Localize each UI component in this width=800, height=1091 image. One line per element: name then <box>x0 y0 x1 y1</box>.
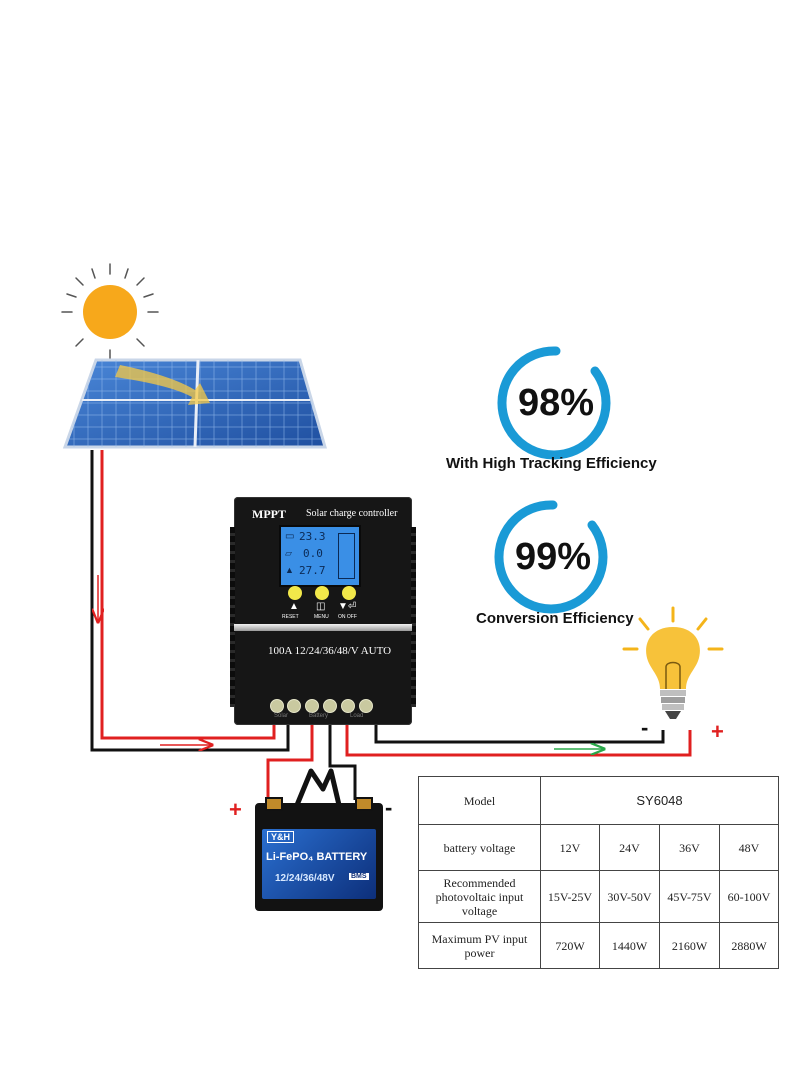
battery-icon: ▭ <box>285 531 295 542</box>
load-positive-wire <box>345 718 692 757</box>
battery-positive-wire <box>266 718 314 800</box>
mppt-controller: MPPT Solar charge controller ▭ 23.3 ▱ 0.… <box>230 497 416 725</box>
load-negative-terminal <box>359 699 373 713</box>
row-label: Recommended photovoltaic input voltage <box>418 870 541 923</box>
load-positive-terminal <box>341 699 355 713</box>
battery-voltage-label: 12/24/36/48V <box>275 873 335 884</box>
model-value: SY6048 <box>539 776 780 825</box>
panel-icon: ▱ <box>285 548 292 558</box>
battery-minus-sign: - <box>385 795 393 820</box>
battery: Y&H Li-FePO₄ BATTERY 12/24/36/48V BMS <box>255 768 383 911</box>
table-cell: 24V <box>599 824 660 871</box>
light-bulb-icon <box>622 606 724 719</box>
battery-bms-badge: BMS <box>349 873 369 880</box>
solar-positive-wire <box>100 450 276 740</box>
solar-panel-icon <box>62 358 327 449</box>
terminal-label-solar: Solar <box>274 713 289 719</box>
battery-label-panel <box>262 829 376 899</box>
menu-icon: ◫ <box>316 601 326 612</box>
onoff-label: ON OFF <box>338 614 357 620</box>
solar-negative-terminal <box>270 699 284 713</box>
table-row: Recommended photovoltaic input voltage 1… <box>418 870 780 923</box>
table-cell: 48V <box>718 824 780 871</box>
terminal-label-load: Load <box>350 713 364 719</box>
menu-label: MENU <box>314 614 329 620</box>
battery-positive-post <box>265 797 283 811</box>
load-minus-sign: - <box>641 715 649 740</box>
battery-negative-terminal <box>323 699 337 713</box>
onoff-button[interactable] <box>342 586 356 600</box>
controller-rating: 100A 12/24/36/48/V AUTO <box>268 645 392 657</box>
efficiency-label-conversion: Conversion Efficiency <box>476 610 634 627</box>
up-arrow-icon: ▲ <box>285 565 294 575</box>
battery-brand: Y&H <box>267 831 295 843</box>
lcd-battery-voltage: 23.3 <box>299 530 326 543</box>
efficiency-label-tracking: With High Tracking Efficiency <box>446 455 657 472</box>
down-arrow-icon: ▼⏎ <box>338 601 357 612</box>
menu-button[interactable] <box>315 586 329 600</box>
solar-negative-wire <box>90 450 290 752</box>
battery-positive-terminal <box>305 699 319 713</box>
controller-brand: MPPT <box>252 507 286 521</box>
table-cell: 2880W <box>718 922 780 969</box>
lcd-pv-voltage: 27.7 <box>299 564 326 577</box>
battery-handle <box>294 768 342 806</box>
table-cell: 30V-50V <box>599 870 660 923</box>
reset-label: RESET <box>282 614 299 620</box>
efficiency-value-98: 98% <box>517 381 595 424</box>
load-negative-wire <box>374 718 665 744</box>
reset-button[interactable] <box>288 586 302 600</box>
sun-icon <box>61 263 159 361</box>
table-cell: 720W <box>540 922 600 969</box>
row-label: battery voltage <box>418 824 541 871</box>
table-cell: 45V-75V <box>659 870 720 923</box>
battery-plus-sign: + <box>229 797 242 822</box>
battery-negative-wire <box>328 718 357 800</box>
table-row: battery voltage 12V 24V 36V 48V <box>418 824 780 871</box>
table-row: Model SY6048 <box>418 776 780 825</box>
model-label: Model <box>418 776 541 825</box>
table-cell: 12V <box>540 824 600 871</box>
table-cell: 1440W <box>599 922 660 969</box>
up-arrow-icon: ▲ <box>289 601 299 612</box>
controller-trim <box>234 624 412 631</box>
efficiency-ring-99 <box>494 500 608 614</box>
table-cell: 60-100V <box>718 870 780 923</box>
battery-name: Li-FePO₄ BATTERY <box>266 851 368 863</box>
lcd-current: 0.0 <box>303 547 323 560</box>
table-cell: 15V-25V <box>540 870 600 923</box>
lcd-status-panel <box>338 533 355 579</box>
lcd-display: ▭ 23.3 ▱ 0.0 ▲ 27.7 <box>279 525 361 587</box>
table-cell: 2160W <box>659 922 720 969</box>
efficiency-ring-98 <box>497 346 611 460</box>
terminal-label-battery: Battery <box>309 713 329 719</box>
battery-negative-post <box>355 797 373 811</box>
table-cell: 36V <box>659 824 720 871</box>
efficiency-value-99: 99% <box>514 535 592 578</box>
row-label: Maximum PV input power <box>418 922 541 969</box>
spec-table: Model SY6048 battery voltage 12V 24V 36V… <box>418 776 780 969</box>
table-row: Maximum PV input power 720W 1440W 2160W … <box>418 922 780 969</box>
controller-title: Solar charge controller <box>306 508 398 519</box>
load-plus-sign: + <box>711 719 724 744</box>
solar-positive-terminal <box>287 699 301 713</box>
